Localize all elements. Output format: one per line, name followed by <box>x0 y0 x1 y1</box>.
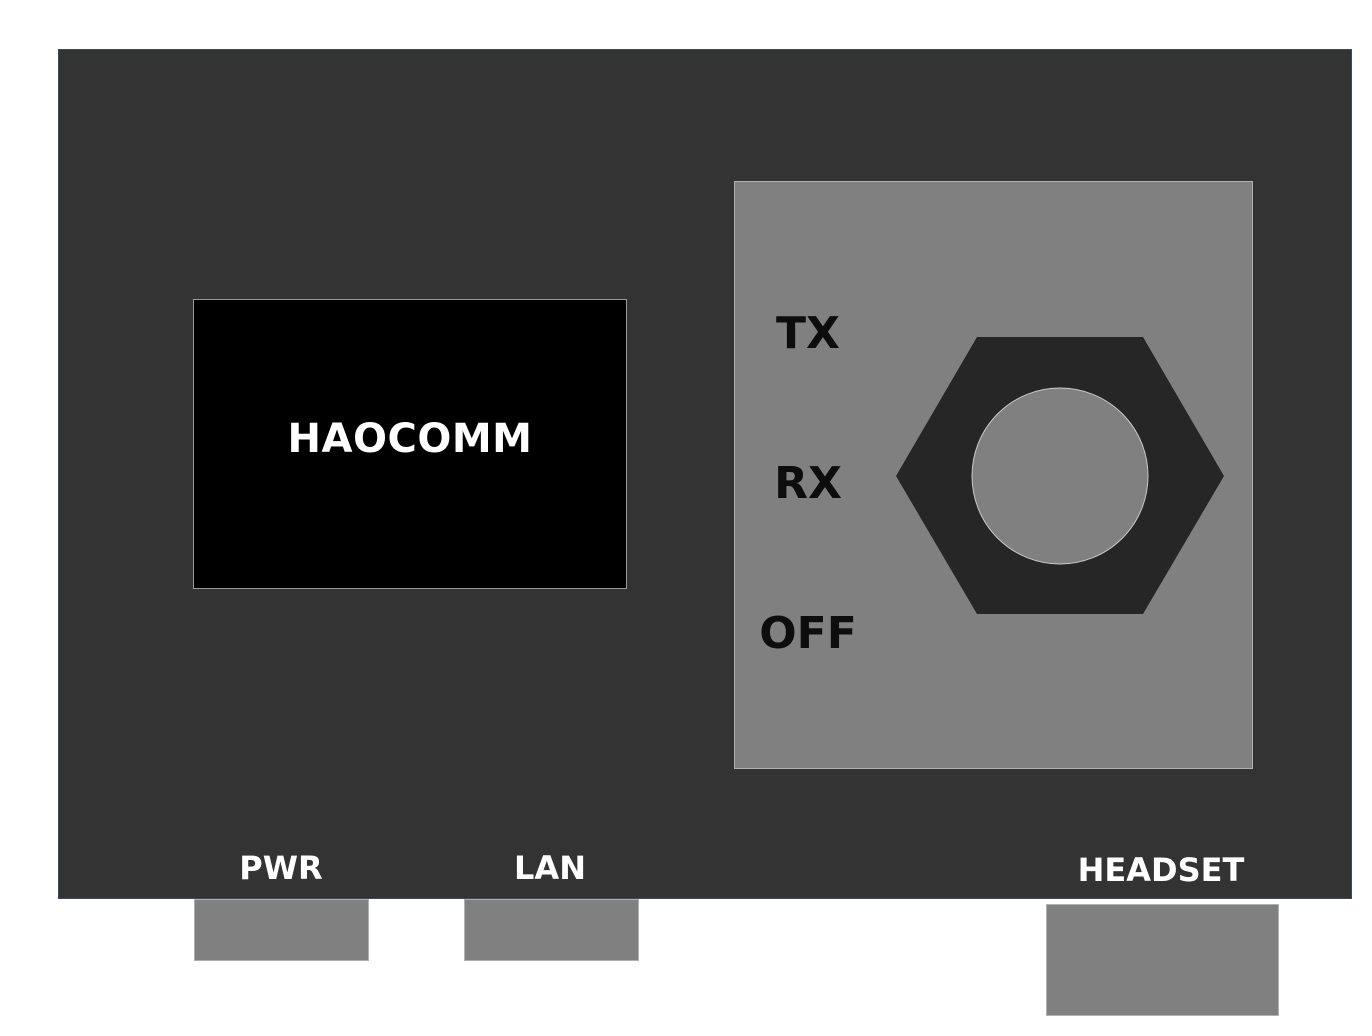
device-display: HAOCOMM <box>193 299 627 589</box>
pwr-port-label: PWR <box>239 849 323 887</box>
mode-switch-panel: TX RX OFF <box>734 181 1253 769</box>
mode-switch-knob[interactable] <box>735 182 1252 768</box>
mode-label-tx: TX <box>776 308 840 359</box>
display-brand-text: HAOCOMM <box>287 416 533 462</box>
headset-port-label: HEADSET <box>1077 851 1245 889</box>
lan-port-label: LAN <box>514 849 586 887</box>
lan-port[interactable] <box>464 899 639 961</box>
knob-cap-icon <box>971 387 1149 565</box>
pwr-port[interactable] <box>194 899 369 961</box>
mode-label-rx: RX <box>774 458 842 509</box>
headset-port[interactable] <box>1046 904 1279 1016</box>
mode-label-off: OFF <box>759 608 857 659</box>
